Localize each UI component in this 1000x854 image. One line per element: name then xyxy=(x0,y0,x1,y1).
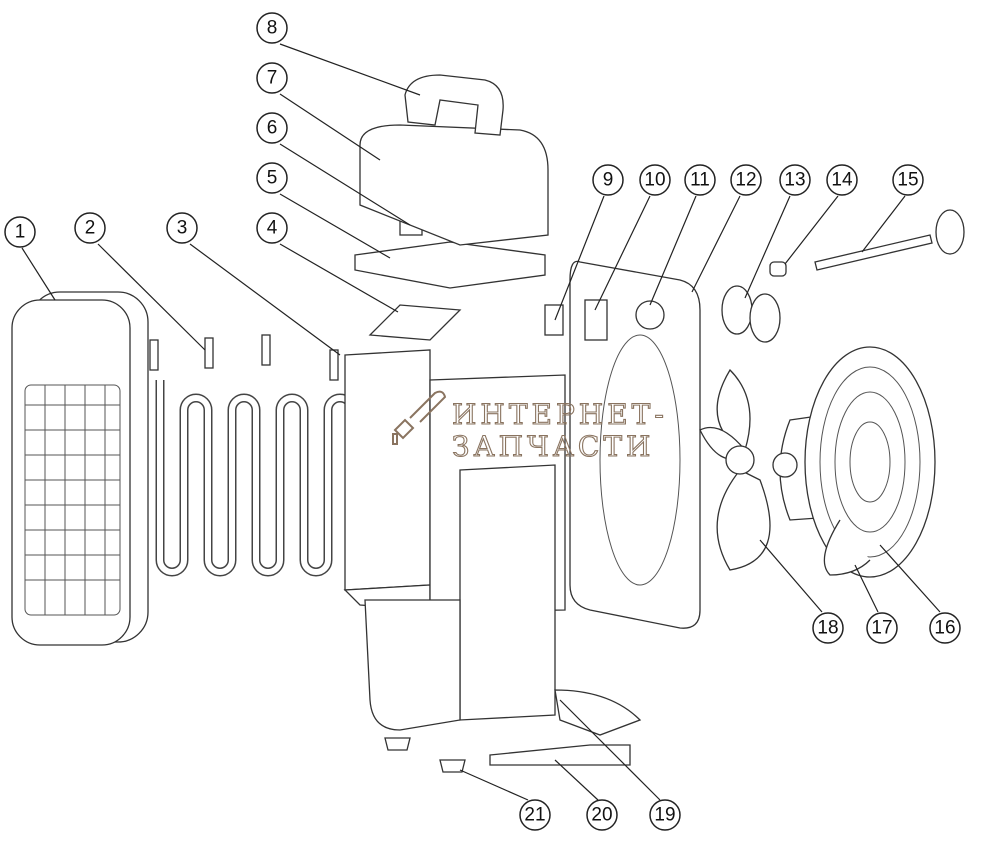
svg-text:12: 12 xyxy=(735,170,756,191)
part-knobs xyxy=(721,285,781,343)
callout-20: 20 xyxy=(586,799,618,831)
svg-text:11: 11 xyxy=(690,170,710,191)
part-fan-blade xyxy=(699,368,771,571)
chainsaw-icon xyxy=(392,390,447,445)
callout-16: 16 xyxy=(929,612,961,644)
svg-text:14: 14 xyxy=(831,170,853,191)
callout-6: 6 xyxy=(256,112,288,144)
part-power-cord xyxy=(814,209,965,271)
part-back-frame xyxy=(569,260,701,629)
part-baffle xyxy=(368,304,462,341)
svg-text:19: 19 xyxy=(654,805,675,826)
callout-19: 19 xyxy=(649,799,681,831)
part-bracket xyxy=(584,299,608,341)
leader-lines xyxy=(21,43,941,801)
svg-text:6: 6 xyxy=(267,118,278,139)
svg-text:5: 5 xyxy=(267,168,278,189)
svg-text:15: 15 xyxy=(897,170,918,191)
part-thermostat xyxy=(544,304,564,336)
callout-8: 8 xyxy=(256,12,288,44)
svg-text:20: 20 xyxy=(591,805,612,826)
watermark-line2: ЗАПЧАСТИ xyxy=(452,430,654,463)
part-top-plate xyxy=(354,241,546,289)
watermark: ИНТЕРНЕТ- ЗАПЧАСТИ xyxy=(392,390,668,464)
svg-text:16: 16 xyxy=(934,618,955,639)
callout-12: 12 xyxy=(730,164,762,196)
part-bushing xyxy=(635,300,665,330)
part-housing xyxy=(364,374,566,731)
svg-text:7: 7 xyxy=(267,68,278,89)
callout-5: 5 xyxy=(256,162,288,194)
callout-13: 13 xyxy=(779,164,811,196)
callout-18: 18 xyxy=(812,612,844,644)
part-fan-guard xyxy=(804,346,936,578)
callout-14: 14 xyxy=(826,164,858,196)
svg-text:1: 1 xyxy=(15,222,26,243)
callout-17: 17 xyxy=(866,612,898,644)
callout-10: 10 xyxy=(639,164,671,196)
svg-text:4: 4 xyxy=(267,218,278,239)
part-stand xyxy=(489,689,642,766)
callout-21: 21 xyxy=(519,799,551,831)
svg-text:17: 17 xyxy=(871,618,892,639)
part-heating-element xyxy=(155,380,381,577)
part-front-grille xyxy=(11,291,149,646)
svg-text:8: 8 xyxy=(267,18,278,39)
watermark-line1: ИНТЕРНЕТ- xyxy=(452,398,668,431)
part-nut xyxy=(769,261,787,277)
part-handle xyxy=(404,74,504,136)
callout-4: 4 xyxy=(256,212,288,244)
callout-11: 11 xyxy=(684,164,716,196)
svg-text:10: 10 xyxy=(644,170,665,191)
callout-1: 1 xyxy=(4,216,36,248)
svg-text:21: 21 xyxy=(524,805,545,826)
part-reflector xyxy=(343,349,431,611)
callout-15: 15 xyxy=(892,164,924,196)
part-top-cover xyxy=(359,124,549,246)
svg-text:9: 9 xyxy=(603,170,614,191)
svg-text:2: 2 xyxy=(85,218,96,239)
callout-3: 3 xyxy=(166,212,198,244)
svg-text:18: 18 xyxy=(817,618,838,639)
part-feet xyxy=(384,737,466,773)
svg-text:13: 13 xyxy=(784,170,805,191)
svg-text:3: 3 xyxy=(177,218,188,239)
callout-9: 9 xyxy=(592,164,624,196)
callout-2: 2 xyxy=(74,212,106,244)
callouts: 1 2 3 4 5 6 7 8 9 10 11 12 13 14 15 16 1… xyxy=(4,12,961,831)
callout-7: 7 xyxy=(256,62,288,94)
